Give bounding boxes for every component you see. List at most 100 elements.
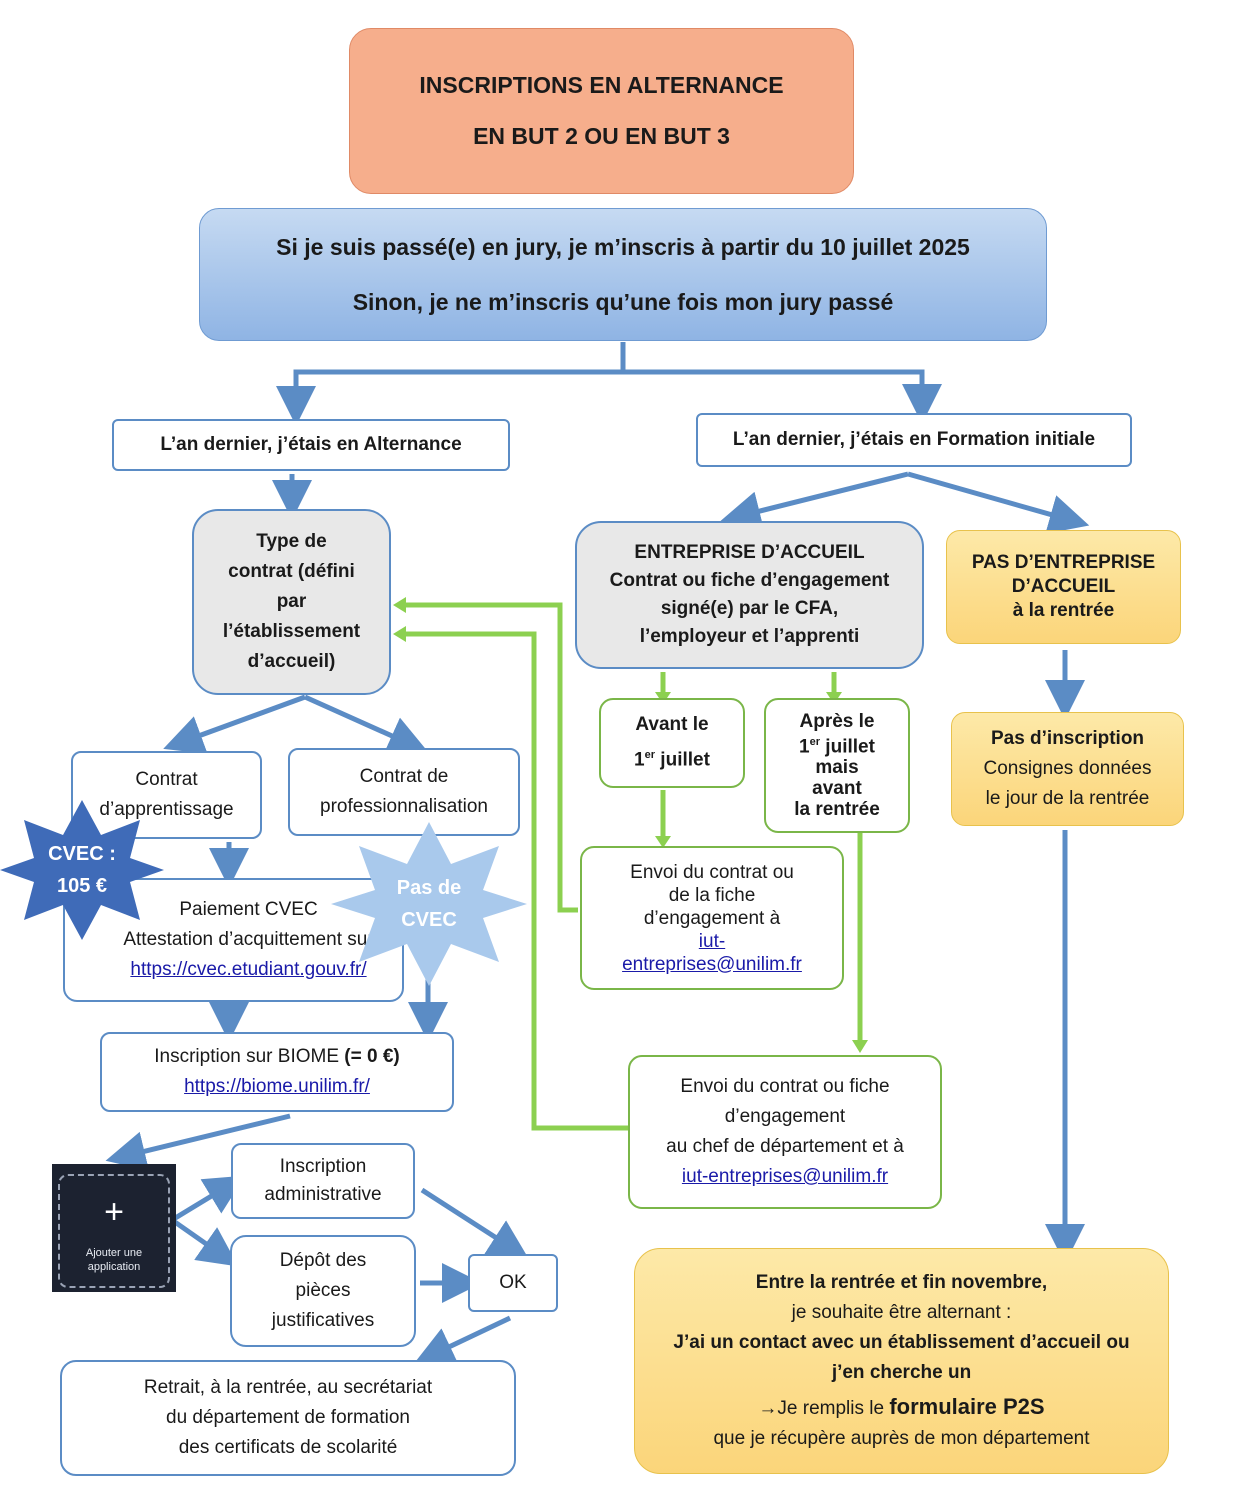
biome-cost: (= 0 €)	[344, 1046, 400, 1067]
biome-link[interactable]: https://biome.unilim.fr/	[184, 1076, 370, 1097]
apres-line-2: 1er juillet	[799, 735, 875, 758]
admin-inscription-box: Inscription administrative	[231, 1143, 415, 1219]
arrow-ok-to-retrait	[413, 1315, 512, 1365]
branch-alternance-label: L’an dernier, j’étais en Alternance	[160, 434, 462, 455]
arrow-admin-to-ok	[420, 1187, 529, 1259]
professionnalisation-box: Contrat de professionnalisation	[288, 748, 520, 836]
envoi2-line-2: d’engagement	[724, 1106, 846, 1127]
cvec-payment-line-1: Paiement CVEC	[179, 899, 318, 920]
arrow-fi-to-pas-entreprise	[907, 471, 1090, 534]
retrait-line-1: Retrait, à la rentrée, au secrétariat	[143, 1377, 433, 1398]
contract-type-line: par	[276, 591, 307, 612]
entreprise-line-1: ENTREPRISE D’ACCUEIL	[634, 542, 865, 563]
entreprise-line-2: Contrat ou fiche d’engagement	[609, 570, 890, 591]
arrow-envoi1-to-type	[400, 602, 578, 913]
branch-formation-initiale: L’an dernier, j’étais en Formation initi…	[696, 413, 1132, 467]
apres-line-1: Après le	[799, 710, 875, 732]
arrow-app-to-depot	[170, 1217, 239, 1267]
final-line-3: J’ai un contact avec un établissement d’…	[673, 1332, 1130, 1353]
entreprise-line-4: l’employeur et l’apprenti	[639, 626, 860, 647]
apres-line-4: avant	[812, 778, 862, 800]
jury-line-2: Sinon, je ne m’inscris qu’une fois mon j…	[352, 288, 894, 315]
envoi2-line-1: Envoi du contrat ou fiche	[680, 1076, 890, 1097]
avant-line-1: Avant le	[635, 714, 709, 736]
star-shape-icon	[331, 822, 527, 986]
arrow-jury-split	[276, 342, 626, 426]
right-arrow-icon: →	[758, 1398, 778, 1419]
pas-entreprise-box: PAS D’ENTREPRISE D’ACCUEIL à la rentrée	[946, 530, 1181, 644]
apprentissage-line-1: Contrat	[135, 769, 198, 790]
app-tile-line-2: application	[87, 1261, 141, 1273]
final-box: Entre la rentrée et fin novembre, je sou…	[634, 1248, 1169, 1474]
ok-label: OK	[499, 1272, 527, 1293]
add-application-tile[interactable]: + Ajouter une application	[52, 1164, 176, 1292]
envoi1-line-3: d’engagement à	[643, 907, 781, 929]
retrait-line-3: des certificats de scolarité	[178, 1437, 398, 1458]
pas-entreprise-line-2: D’ACCUEIL	[1011, 576, 1116, 597]
arrow-jury-right	[623, 369, 942, 424]
envoi1-line-1: Envoi du contrat ou	[630, 861, 794, 883]
cvec-link[interactable]: https://cvec.etudiant.gouv.fr/	[130, 959, 367, 980]
no-cvec-line-2: CVEC	[401, 909, 457, 931]
depot-box: Dépôt des pièces justificatives	[230, 1235, 416, 1347]
retrait-line-2: du département de formation	[166, 1407, 410, 1428]
entreprise-line-3: signé(e) par le CFA,	[660, 598, 839, 619]
final-line-2: je souhaite être alternant :	[791, 1302, 1012, 1323]
apres-box: Après le 1er juillet mais avant la rentr…	[764, 698, 910, 833]
depot-line-3: justificatives	[271, 1310, 375, 1331]
apres-line-5: la rentrée	[794, 799, 880, 821]
pas-inscription-line-3: le jour de la rentrée	[985, 788, 1150, 809]
final-line-1: Entre la rentrée et fin novembre,	[755, 1272, 1048, 1293]
pas-inscription-box: Pas d’inscription Consignes données le j…	[951, 712, 1184, 826]
biome-label: Inscription sur BIOME (= 0 €)	[154, 1042, 400, 1072]
apprentissage-line-2: d’apprentissage	[99, 799, 234, 820]
ok-box: OK	[468, 1254, 558, 1312]
biome-box: Inscription sur BIOME (= 0 €) https://bi…	[100, 1032, 454, 1112]
envoi1-email-link-1[interactable]: iut-	[698, 930, 726, 952]
envoi1-email-link-2[interactable]: entreprises@unilim.fr	[622, 953, 802, 975]
apres-line-3: mais	[815, 757, 859, 779]
app-tile-line-1: Ajouter une	[85, 1247, 143, 1259]
title-box: INSCRIPTIONS EN ALTERNANCE EN BUT 2 OU E…	[349, 28, 854, 194]
apprentissage-box: Contrat d’apprentissage	[71, 751, 262, 839]
no-cvec-star-badge: Pas de CVEC	[331, 822, 527, 986]
envoi2-email-link[interactable]: iut-entreprises@unilim.fr	[681, 1166, 889, 1187]
pas-entreprise-line-3: à la rentrée	[1012, 600, 1115, 621]
cvec-payment-line-2: Attestation d’acquittement sur	[123, 929, 374, 950]
pas-inscription-line-2: Consignes données	[983, 758, 1152, 779]
envoi1-box: Envoi du contrat ou de la fiche d’engage…	[580, 846, 844, 990]
admin-line-1: Inscription	[279, 1156, 367, 1177]
retrait-box: Retrait, à la rentrée, au secrétariat du…	[60, 1360, 516, 1476]
final-line-5: →Je remplis le formulaire P2S	[758, 1394, 1045, 1419]
contract-type-line: d’accueil)	[247, 651, 336, 672]
contract-type-line: contrat (défini	[228, 561, 355, 582]
arrow-envoi2-to-type	[400, 631, 628, 1131]
contract-type-box: Type de contrat (défini par l’établissem…	[192, 509, 391, 695]
admin-line-2: administrative	[264, 1184, 382, 1205]
envoi2-line-3: au chef de département et à	[666, 1136, 904, 1157]
avant-line-2: 1er juillet	[634, 749, 710, 771]
arrow-app-to-admin	[170, 1175, 246, 1223]
biome-text: Inscription sur BIOME	[154, 1046, 345, 1067]
pas-inscription-line-1: Pas d’inscription	[990, 728, 1145, 749]
depot-line-1: Dépôt des	[279, 1250, 367, 1271]
contract-type-line: l’établissement	[222, 621, 361, 642]
final-line-4: j’en cherche un	[831, 1362, 972, 1383]
jury-box: Si je suis passé(e) en jury, je m’inscri…	[199, 208, 1047, 341]
envoi2-box: Envoi du contrat ou fiche d’engagement a…	[628, 1055, 942, 1209]
cvec-star-badge: CVEC : 105 €	[0, 800, 164, 940]
arrow-type-to-pro	[303, 694, 429, 755]
arrow-biome-to-app	[105, 1113, 291, 1171]
arrow-type-to-apprentissage	[163, 694, 306, 754]
jury-line-1: Si je suis passé(e) en jury, je m’inscri…	[276, 233, 970, 260]
entreprise-box: ENTREPRISE D’ACCUEIL Contrat ou fiche d’…	[575, 521, 924, 669]
cvec-star-line-1: CVEC :	[48, 843, 116, 865]
pro-line-1: Contrat de	[359, 766, 449, 787]
star-shape-icon	[0, 800, 164, 940]
avant-box: Avant le 1er juillet	[599, 698, 745, 788]
plus-icon: +	[104, 1193, 124, 1231]
no-cvec-line-1: Pas de	[396, 877, 462, 899]
final-line-6: que je récupère auprès de mon départemen…	[713, 1428, 1090, 1449]
